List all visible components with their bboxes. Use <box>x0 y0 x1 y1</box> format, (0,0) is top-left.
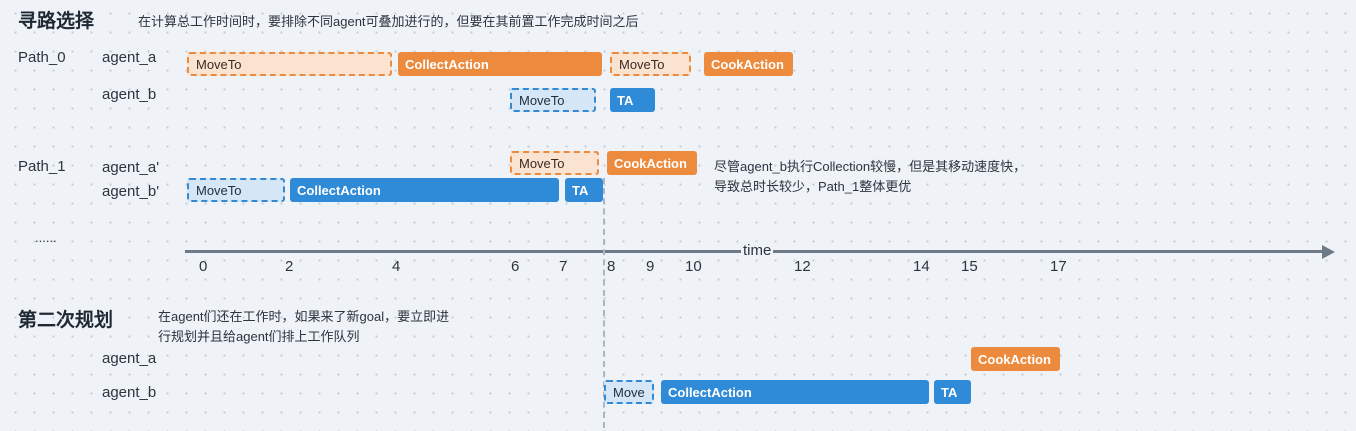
time-axis-label: time <box>741 242 774 259</box>
tick-8: 8 <box>607 258 616 275</box>
tick-4: 4 <box>392 258 401 275</box>
path0-a-task-moveto-2[interactable]: MoveTo <box>610 52 691 76</box>
path1-a-task-cook[interactable]: CookAction <box>607 151 697 175</box>
tick-7: 7 <box>559 258 568 275</box>
tick-2: 2 <box>285 258 294 275</box>
section2-b-task-move[interactable]: Move <box>604 380 654 404</box>
path0-b-task-ta[interactable]: TA <box>610 88 655 112</box>
tick-12: 12 <box>794 258 811 275</box>
path1-b-task-ta[interactable]: TA <box>565 178 603 202</box>
section2-agent-b-label: agent_b <box>102 384 157 401</box>
path0-a-task-collect[interactable]: CollectAction <box>398 52 602 76</box>
path0-a-task-cook[interactable]: CookAction <box>704 52 793 76</box>
section2-a-task-cook[interactable]: CookAction <box>971 347 1060 371</box>
tick-14: 14 <box>913 258 930 275</box>
time-axis-arrow <box>1322 245 1335 259</box>
path0-a-task-moveto-1[interactable]: MoveTo <box>187 52 392 76</box>
section2-agent-a-label: agent_a <box>102 350 157 367</box>
tick-0: 0 <box>199 258 208 275</box>
path1-b-task-moveto[interactable]: MoveTo <box>187 178 285 202</box>
section2-b-task-ta[interactable]: TA <box>934 380 971 404</box>
path0-agent-b-label: agent_b <box>102 86 157 103</box>
time-marker-line <box>603 178 605 428</box>
tick-17: 17 <box>1050 258 1067 275</box>
path0-agent-a-label: agent_a <box>102 49 157 66</box>
section2-note: 在agent们还在工作时，如果来了新goal，要立即进行规划并且给agent们排… <box>158 309 450 344</box>
path1-b-task-collect[interactable]: CollectAction <box>290 178 559 202</box>
path0-b-task-moveto[interactable]: MoveTo <box>510 88 596 112</box>
path1-agent-b-label: agent_b' <box>102 183 160 200</box>
tick-6: 6 <box>511 258 520 275</box>
section2-b-task-collect[interactable]: CollectAction <box>661 380 929 404</box>
path1-note: 尽管agent_b执行Collection较慢，但是其移动速度快，导致总时长较少… <box>714 159 1027 194</box>
section1-title: 寻路选择 <box>18 11 95 32</box>
ellipsis: ...... <box>35 230 57 245</box>
tick-10: 10 <box>685 258 702 275</box>
path0-label: Path_0 <box>18 49 66 66</box>
tick-15: 15 <box>961 258 978 275</box>
section1-note: 在计算总工作时间时，要排除不同agent可叠加进行的，但要在其前置工作完成时间之… <box>138 14 639 29</box>
path1-label: Path_1 <box>18 158 66 175</box>
path1-agent-a-label: agent_a' <box>102 159 160 176</box>
section2-title: 第二次规划 <box>18 310 114 331</box>
tick-9: 9 <box>646 258 655 275</box>
path1-a-task-moveto[interactable]: MoveTo <box>510 151 599 175</box>
